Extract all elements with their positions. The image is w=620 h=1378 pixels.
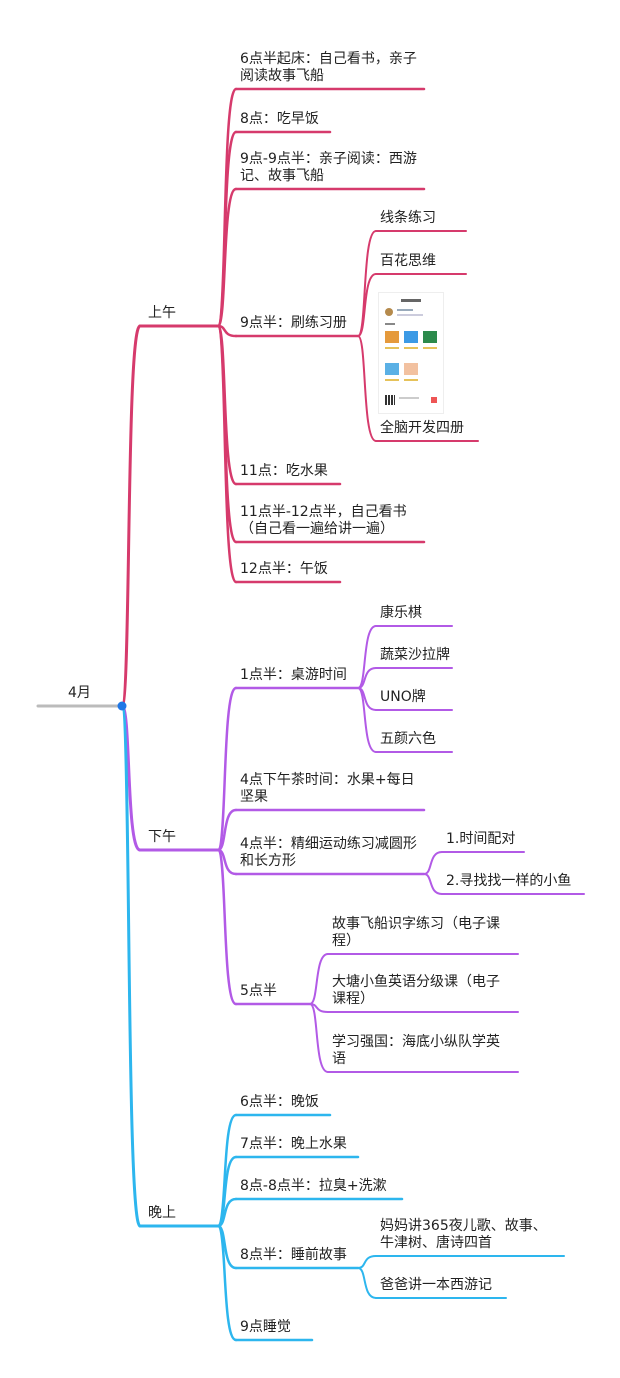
root-node[interactable]: 4月 — [68, 685, 91, 701]
afternoon-subitem-link — [423, 851, 443, 875]
evening-item-node[interactable]: 8点半：睡前故事 — [240, 1247, 347, 1263]
afternoon-subitem-link — [309, 1003, 329, 1073]
morning-subitem-node[interactable]: 百花思维 — [380, 253, 436, 269]
afternoon-subitem-link — [309, 953, 329, 1005]
afternoon-subitem-node[interactable]: 故事飞船识字练习（电子课程） — [332, 916, 500, 949]
morning-item-node[interactable]: 9点半：刷练习册 — [240, 315, 347, 331]
evening-item-link — [216, 1224, 238, 1342]
afternoon-subitem-link — [357, 687, 377, 753]
morning-subitem-link — [357, 230, 377, 337]
afternoon-item-link — [216, 848, 238, 1006]
evening-branch-node[interactable]: 晚上 — [148, 1205, 176, 1221]
evening-item-node[interactable]: 7点半：晚上水果 — [240, 1136, 347, 1152]
afternoon-item-link — [216, 808, 238, 852]
morning-subitem-node[interactable]: 全脑开发四册 — [380, 420, 464, 436]
afternoon-subitem-node[interactable]: 大塘小鱼英语分级课（电子课程） — [332, 974, 500, 1007]
afternoon-subitem-node[interactable]: 五颜六色 — [380, 731, 436, 747]
evening-item-node[interactable]: 6点半：晚饭 — [240, 1094, 319, 1110]
afternoon-item-node[interactable]: 4点半：精细运动练习减圆形和长方形 — [240, 836, 417, 869]
afternoon-item-node[interactable]: 4点下午茶时间：水果+每日坚果 — [240, 772, 415, 805]
morning-item-node[interactable]: 11点：吃水果 — [240, 463, 328, 479]
evening-branch-link — [120, 704, 142, 1228]
afternoon-subitem-link — [423, 873, 443, 895]
evening-item-node[interactable]: 9点睡觉 — [240, 1319, 291, 1335]
afternoon-subitem-node[interactable]: 1.时间配对 — [446, 831, 516, 847]
morning-item-node[interactable]: 12点半：午饭 — [240, 561, 328, 577]
morning-subitem-link — [357, 273, 377, 337]
morning-item-link — [216, 187, 238, 328]
afternoon-branch-node[interactable]: 下午 — [148, 829, 176, 845]
afternoon-subitem-node[interactable]: 学习强国：海底小纵队学英语 — [332, 1034, 500, 1067]
evening-subitem-node[interactable]: 爸爸讲一本西游记 — [380, 1277, 492, 1293]
morning-item-node[interactable]: 6点半起床：自己看书，亲子阅读故事飞船 — [240, 51, 417, 84]
afternoon-subitem-node[interactable]: UNO牌 — [380, 689, 426, 705]
afternoon-subitem-node[interactable]: 蔬菜沙拉牌 — [380, 647, 450, 663]
morning-item-node[interactable]: 9点-9点半：亲子阅读：西游记、故事飞船 — [240, 151, 417, 184]
evening-subitem-link — [357, 1255, 377, 1269]
evening-subitem-link — [357, 1267, 377, 1299]
morning-subitem-node[interactable]: 线条练习 — [380, 210, 436, 226]
afternoon-subitem-node[interactable]: 2.寻找找一样的小鱼 — [446, 873, 572, 889]
morning-item-node[interactable]: 11点半-12点半，自己看书（自己看一遍给讲一遍） — [240, 504, 407, 537]
afternoon-item-node[interactable]: 5点半 — [240, 983, 277, 999]
morning-item-link — [216, 324, 238, 584]
workbook-thumbnail-image — [378, 292, 444, 414]
afternoon-subitem-node[interactable]: 康乐棋 — [380, 605, 422, 621]
morning-item-node[interactable]: 8点：吃早饭 — [240, 111, 319, 127]
morning-subitem-link — [357, 335, 377, 442]
morning-branch-node[interactable]: 上午 — [148, 305, 176, 321]
afternoon-item-link — [216, 686, 238, 852]
afternoon-subitem-link — [357, 625, 377, 689]
afternoon-item-node[interactable]: 1点半：桌游时间 — [240, 667, 347, 683]
evening-item-node[interactable]: 8点-8点半：拉臭+洗漱 — [240, 1178, 387, 1194]
evening-subitem-node[interactable]: 妈妈讲365夜儿歌、故事、牛津树、唐诗四首 — [380, 1218, 547, 1251]
morning-branch-link — [120, 324, 142, 708]
root-junction-dot — [117, 701, 127, 711]
